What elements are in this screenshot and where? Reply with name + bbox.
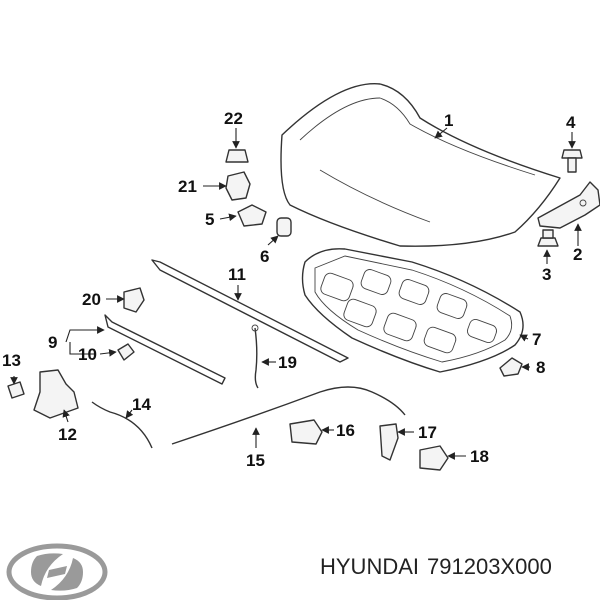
callout-22: 22: [224, 109, 243, 128]
latch-bracket: [123, 287, 145, 313]
stay-holder: [225, 149, 251, 201]
brand-name: HYUNDAI: [320, 554, 420, 579]
hinge-top-bolt: [561, 149, 583, 173]
callout-3: 3: [542, 265, 551, 284]
callout-19: 19: [278, 353, 297, 372]
callout-18: 18: [470, 447, 489, 466]
hood-weatherstrip: [151, 259, 349, 363]
seal-clip: [117, 343, 135, 361]
retainer-clip: [237, 204, 267, 227]
callout-10: 10: [78, 345, 97, 364]
callout-6: 6: [260, 247, 269, 266]
callout-11: 11: [228, 265, 246, 284]
hood-inner-frame: [301, 248, 524, 373]
grommet: [499, 357, 523, 377]
callout-numbers: 1 2 3 4 5 6 7 8 9 10 11 12 13 14 15 16 1…: [2, 109, 582, 470]
part-caption: HYUNDAI 791203X000: [320, 554, 560, 580]
callout-15: 15: [246, 451, 265, 470]
callout-8: 8: [536, 358, 545, 377]
callout-2: 2: [573, 245, 582, 264]
callout-16: 16: [336, 421, 355, 440]
hood-bumper: [276, 217, 292, 237]
hood-latch: [289, 419, 323, 445]
callout-13: 13: [2, 351, 21, 370]
hood-stay-rod: [251, 324, 259, 389]
callout-7: 7: [532, 330, 541, 349]
release-handle: [379, 423, 399, 461]
latch-support: [7, 369, 79, 419]
callout-17: 17: [418, 423, 437, 442]
hood-hinge: [537, 181, 600, 229]
hood-panel: [280, 83, 561, 247]
callout-5: 5: [205, 210, 214, 229]
part-number: 791203X000: [427, 554, 552, 579]
hood-lock: [419, 445, 449, 471]
release-cable-long: [171, 386, 406, 445]
hinge-bolt: [537, 229, 559, 247]
callout-21: 21: [178, 177, 197, 196]
leader-lines: [10, 127, 582, 460]
callout-14: 14: [132, 395, 151, 414]
callout-20: 20: [82, 290, 101, 309]
seal-strip: [104, 314, 226, 385]
release-cable: [91, 401, 153, 449]
hyundai-logo-icon: [6, 543, 108, 600]
callout-4: 4: [566, 113, 576, 132]
callout-9: 9: [48, 333, 57, 352]
callout-1: 1: [444, 111, 453, 130]
callout-12: 12: [58, 425, 77, 444]
